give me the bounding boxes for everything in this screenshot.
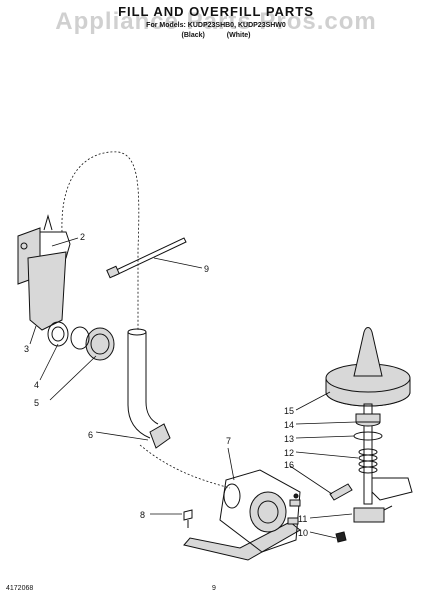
callout-6: 6 — [88, 430, 93, 440]
callout-9: 9 — [204, 264, 209, 274]
callout-3: 3 — [24, 344, 29, 354]
callout-4: 4 — [34, 380, 39, 390]
variant-white: (White) — [226, 32, 251, 39]
pump-assembly — [183, 469, 301, 561]
float — [325, 327, 411, 407]
switch-screw — [335, 531, 347, 543]
fill-hose — [127, 328, 171, 449]
callout-13: 13 — [284, 434, 294, 444]
model-numbers: For Models: KUDP23SHB0, KUDP23SHW0 — [146, 22, 286, 29]
wire-path — [61, 151, 140, 330]
callout-16: 16 — [284, 460, 294, 470]
callout-11: 11 — [298, 514, 307, 524]
variant-black: (Black) — [181, 32, 205, 39]
leader-lines — [29, 237, 359, 539]
callout-14: 14 — [284, 420, 294, 430]
callout-8: 8 — [140, 510, 145, 520]
wire-tie — [106, 237, 187, 279]
page-title: FILL AND OVERFILL PARTS — [118, 4, 314, 19]
callout-10: 10 — [298, 528, 308, 538]
page-number: 9 — [212, 585, 216, 592]
callout-7: 7 — [226, 436, 231, 446]
callout-15: 15 — [284, 406, 294, 416]
switch-bracket — [329, 477, 413, 501]
callout-5: 5 — [34, 398, 39, 408]
wire-path-lower — [139, 444, 231, 489]
float-stem — [353, 403, 383, 505]
doc-number: 4172068 — [6, 585, 34, 592]
model-variants: (Black) (White) — [0, 32, 432, 39]
float-switch-bracket — [17, 214, 71, 331]
micro-switch — [353, 505, 393, 523]
callout-2: 2 — [80, 232, 85, 242]
screw — [183, 509, 193, 528]
callout-12: 12 — [284, 448, 294, 458]
gasket-and-nut — [47, 321, 115, 361]
